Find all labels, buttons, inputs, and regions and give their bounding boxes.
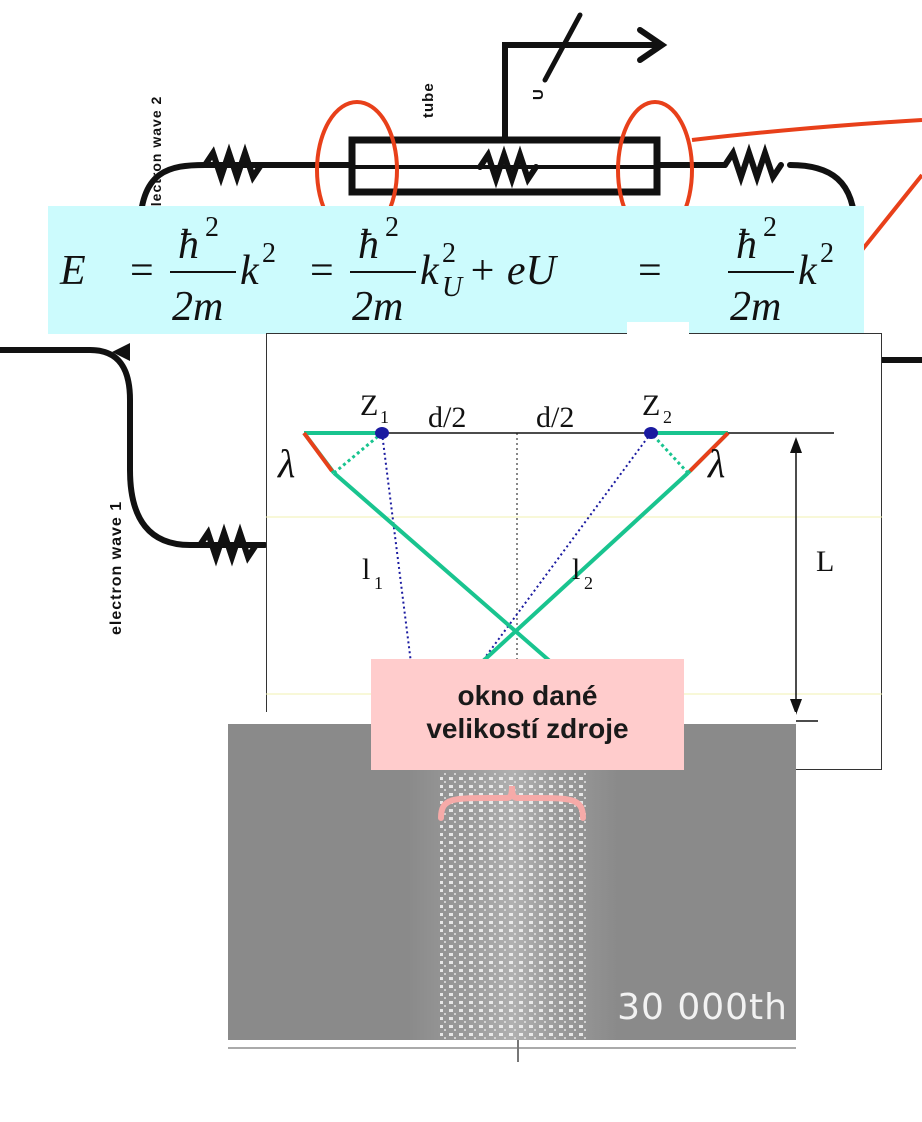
label-d2-left: d/2	[428, 401, 466, 434]
label-lambda-right: λ	[707, 441, 725, 486]
photo-baseline	[228, 1040, 796, 1062]
label-electron-wave-2: electron wave 2	[148, 95, 164, 215]
eq-den-2: 2m	[352, 284, 403, 330]
resistor-lower-left	[197, 523, 259, 567]
eq-equals-3: =	[638, 248, 662, 294]
resistor-tube	[477, 145, 539, 189]
label-l1-sub: 1	[374, 573, 383, 593]
label-electron-wave-1: electron wave 1	[108, 500, 125, 635]
eq-k-3: k	[798, 248, 818, 294]
label-L: L	[816, 545, 834, 578]
green-ray-right	[479, 471, 690, 665]
path-l1	[381, 432, 412, 664]
eq-hbar-3: ħ	[736, 222, 757, 268]
label-z2: Z	[642, 389, 660, 422]
eq-ksq-1: 2	[262, 238, 276, 269]
source-z2	[644, 427, 658, 439]
eq-ksq-2: 2	[442, 238, 456, 269]
source-window-callout: okno dané velikostí zdroje	[371, 659, 684, 770]
label-l2-sub: 2	[584, 573, 593, 593]
source-z1	[375, 427, 389, 439]
path-l2	[480, 432, 652, 664]
photo-caption: 30 000th	[617, 987, 788, 1028]
label-lambda-left: λ	[277, 441, 295, 486]
eq-equals-1: =	[130, 248, 154, 294]
eq-plus-eU: + eU	[468, 248, 558, 294]
eq-equals-2: =	[310, 248, 334, 294]
eq-sq-3: 2	[763, 212, 777, 243]
label-z1: Z	[360, 389, 378, 422]
energy-equation: E = ħ 2 2m k 2 = ħ 2 2m k 2 U + eU = ħ 2…	[59, 212, 834, 330]
eq-k-1: k	[240, 248, 260, 294]
lambda-marker-left	[302, 431, 334, 473]
label-z1-sub: 1	[380, 407, 389, 427]
eq-k-2: k	[420, 248, 440, 294]
eq-sq-2: 2	[385, 212, 399, 243]
label-tube: tube	[420, 82, 437, 118]
eq-sq-1: 2	[205, 212, 219, 243]
window-brace	[438, 785, 586, 821]
eq-hbar-1: ħ	[178, 222, 199, 268]
label-l2: l	[572, 553, 580, 586]
eq-hbar-2: ħ	[358, 222, 379, 268]
eq-den-1: 2m	[172, 284, 223, 330]
eq-E: E	[59, 248, 86, 294]
two-source-geometry: Z 1 d/2 d/2 Z 2 λ λ l 1 l 2 L	[266, 389, 882, 722]
equation-box	[48, 206, 864, 334]
resistor-upper-left	[202, 143, 264, 187]
label-d2-right: d/2	[536, 401, 574, 434]
label-z2-sub: 2	[663, 407, 672, 427]
callout-line-1: okno dané	[457, 680, 598, 711]
resistor-upper-right	[722, 143, 784, 187]
label-l1: l	[362, 553, 370, 586]
label-voltage: U	[530, 88, 547, 100]
panel-notch	[627, 322, 689, 336]
lambda-marker-right	[688, 431, 730, 473]
eq-kU-sub: U	[442, 272, 464, 303]
fringe-band	[440, 772, 586, 1040]
eq-den-3: 2m	[730, 284, 781, 330]
eq-ksq-3: 2	[820, 238, 834, 269]
callout-line-2: velikostí zdroje	[426, 713, 629, 744]
